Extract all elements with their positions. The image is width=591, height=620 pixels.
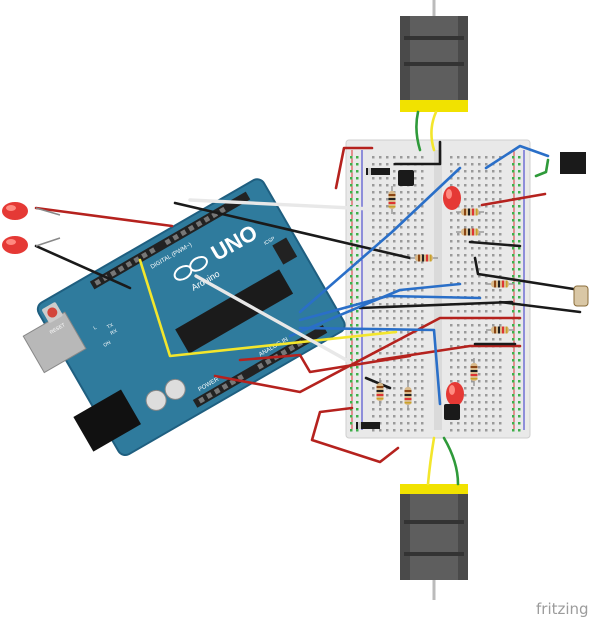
fritzing-watermark: fritzing (536, 600, 589, 618)
tx-label: TX (106, 322, 115, 331)
wire-blue (288, 282, 462, 338)
arduino-uno-board: UNO Arduino DIGITAL (PWM~) POWER ANALOG … (22, 178, 346, 457)
resistor-group (376, 186, 514, 410)
wire-black (34, 244, 132, 290)
wire-black (473, 256, 582, 292)
wire-black (468, 240, 522, 248)
diode (356, 422, 380, 429)
wire-white (188, 198, 394, 212)
wire-red (213, 316, 522, 394)
wire-red (238, 353, 412, 374)
bottom-dc-motor (400, 484, 468, 600)
photocell (573, 285, 589, 307)
resistor (404, 382, 412, 410)
wire-yellow (430, 110, 438, 152)
led-left-2 (2, 236, 61, 254)
wire-red (480, 192, 547, 207)
rx-label: RX (109, 328, 119, 337)
wire-red (34, 206, 174, 228)
breadboard (345, 139, 531, 439)
top-dc-motor (400, 0, 468, 112)
led-breadboard-bottom (446, 382, 464, 406)
resistor (456, 228, 484, 236)
wire-red (376, 344, 522, 362)
icsp-label: ICSP (263, 235, 277, 246)
wire-black (393, 140, 442, 166)
wire-blue (298, 166, 462, 314)
wire-green (442, 436, 460, 486)
resistor (486, 280, 514, 288)
transistor (398, 170, 414, 186)
infinity-logo-icon (173, 255, 208, 281)
wire-black (364, 376, 392, 390)
wire-black (498, 300, 582, 314)
diode (366, 168, 390, 175)
ir-sensor (560, 152, 586, 174)
wire-blue (298, 326, 442, 406)
resistor (410, 254, 438, 262)
resistor (486, 326, 514, 334)
wire-red (334, 146, 374, 190)
wire-black (358, 300, 514, 310)
on-label: ON (103, 340, 113, 349)
resistor (376, 378, 384, 406)
resistor (470, 358, 478, 386)
wire-yellow (426, 436, 436, 486)
l-label: L (93, 325, 99, 332)
wire-green (534, 158, 550, 178)
led-left-1 (2, 202, 61, 220)
wire-white (194, 274, 352, 364)
wire-yellow (138, 258, 398, 358)
wire-green (415, 110, 422, 152)
wire-red (310, 406, 400, 464)
resistor (388, 186, 396, 214)
led-breadboard-top (443, 186, 461, 210)
transistor (444, 404, 460, 420)
wire-blue (484, 144, 550, 170)
resistor (456, 208, 484, 216)
wire-group (34, 110, 582, 486)
